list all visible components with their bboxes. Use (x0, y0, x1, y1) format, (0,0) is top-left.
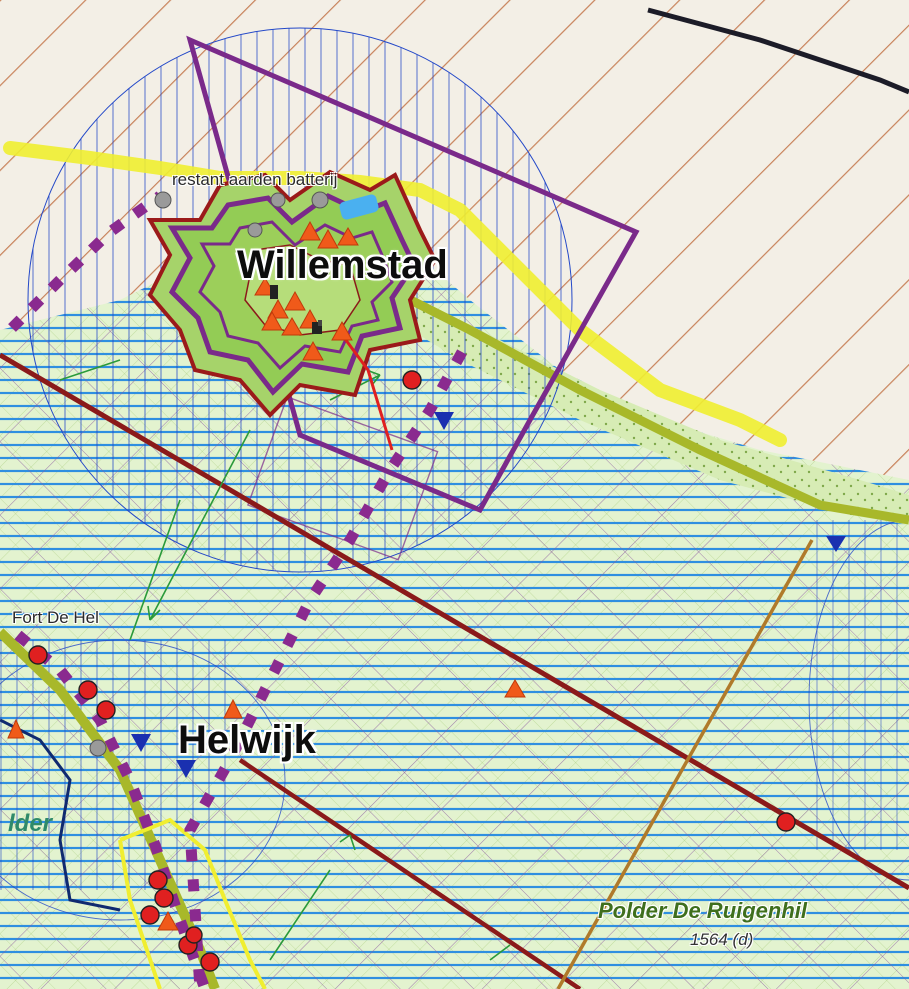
purple-dotted-dike-main (184, 349, 467, 989)
purple-small-rectangle (246, 396, 439, 561)
yellow-coast-line (3, 141, 787, 447)
dark-blue-waterway (0, 718, 121, 912)
label-helwijk: Helwijk (178, 718, 316, 762)
buffer-circle-willemstad (27, 27, 573, 573)
brown-line (556, 539, 814, 989)
shoreline-north (647, 7, 909, 95)
yellow-line-south (118, 817, 267, 989)
dark-red-line-main (0, 352, 909, 891)
green-dike-line (372, 277, 909, 525)
purple-dotted-dike-west (8, 191, 164, 332)
buffer-circle-east (808, 519, 909, 881)
label-fort-de-hel: Fort De Hel (12, 608, 99, 627)
buffer-vertical-east (815, 520, 909, 850)
label-restant-aarden-batterij: restant aarden batterij (172, 170, 338, 189)
label-willemstad: Willemstad (237, 243, 448, 287)
light-blue-feature (339, 194, 379, 220)
dark-red-line-south (238, 758, 582, 989)
label-polder-de-ruigenhil: Polder De Ruigenhil (598, 898, 808, 923)
dike-band-dots (370, 280, 909, 525)
red-circle-markers (28, 370, 796, 972)
dark-symbols (270, 285, 322, 334)
label-polder-left-fragment: lder (8, 810, 53, 837)
label-polder-date: 1564 (d) (690, 930, 754, 949)
red-route-line (338, 331, 394, 451)
grey-markers (89, 191, 329, 757)
blue-triangle-markers (131, 412, 846, 778)
